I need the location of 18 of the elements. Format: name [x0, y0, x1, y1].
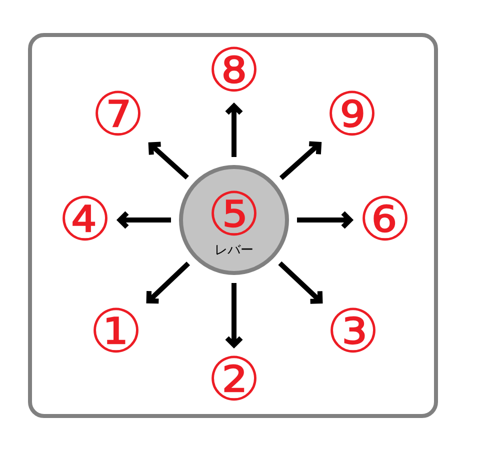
circled-number: ②: [207, 353, 261, 407]
circled-number: ⑨: [325, 88, 379, 142]
arrow: [146, 262, 190, 304]
circled-number: ⑧: [207, 44, 261, 98]
arrow: [297, 210, 352, 230]
circled-number: ③: [326, 305, 380, 359]
circled-number: ①: [89, 305, 143, 359]
arrow: [118, 210, 171, 230]
arrow: [224, 283, 244, 348]
arrow: [279, 141, 322, 180]
arrow: [224, 104, 244, 157]
arrow: [278, 261, 323, 304]
circled-number: ⑥: [358, 193, 412, 247]
lever-label: レバー: [214, 243, 254, 259]
arrow: [148, 142, 189, 180]
number-label: ⑤: [206, 189, 262, 241]
circled-number: ⑦: [91, 88, 145, 142]
circled-number: ④: [58, 193, 112, 247]
